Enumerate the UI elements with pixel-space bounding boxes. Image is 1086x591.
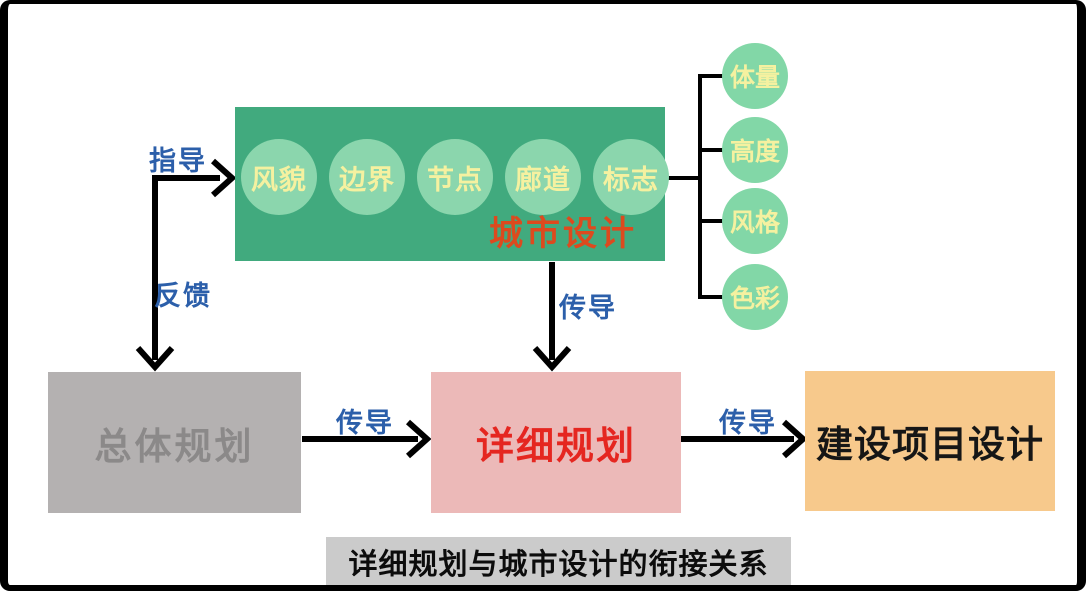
master-plan-label: 总体规划 — [94, 425, 255, 467]
edge-label-transmit-right: 传导 — [719, 408, 777, 438]
element-circle-bianjie: 边界 — [329, 139, 405, 215]
urban-design-title: 城市设计 — [489, 215, 637, 253]
attribute-label: 风格 — [729, 209, 780, 237]
element-circle-fengmao: 风貌 — [241, 139, 317, 215]
edge-label-guide: 指导 — [149, 146, 207, 176]
caption-text: 详细规划与城市设计的衔接关系 — [348, 549, 769, 581]
attribute-label: 体量 — [729, 64, 780, 92]
element-label: 边界 — [339, 164, 395, 195]
arrowhead-guide-right — [210, 158, 237, 198]
caption-bar: 详细规划与城市设计的衔接关系 — [326, 537, 791, 585]
construction-design-label: 建设项目设计 — [816, 424, 1044, 465]
arrowhead-transmit-left — [405, 419, 432, 459]
attribute-circle-fengge: 风格 — [722, 188, 788, 254]
construction-design-box: 建设项目设计 — [805, 371, 1055, 511]
element-label: 风貌 — [251, 164, 307, 195]
element-label: 标志 — [603, 164, 659, 195]
attribute-label: 高度 — [729, 138, 780, 166]
element-label: 廊道 — [515, 164, 571, 195]
edge-label-transmit-top: 传导 — [559, 293, 617, 323]
element-circle-biaozhi: 标志 — [593, 139, 669, 215]
detailed-plan-label: 详细规划 — [475, 426, 636, 468]
detailed-plan-box: 详细规划 — [431, 372, 681, 513]
urban-design-box: 风貌 边界 节点 廊道 标志 城市设计 — [235, 107, 669, 261]
element-label: 节点 — [427, 164, 483, 195]
element-circle-jiedian: 节点 — [417, 139, 493, 215]
attribute-circle-secai: 色彩 — [722, 264, 788, 330]
edge-label-feedback: 反馈 — [154, 281, 212, 311]
master-plan-box: 总体规划 — [48, 372, 301, 513]
attribute-circle-tiliang: 体量 — [722, 43, 788, 109]
arrowhead-transmit-down — [532, 345, 572, 372]
attribute-circle-gaodu: 高度 — [722, 117, 788, 183]
element-circle-langdao: 廊道 — [505, 139, 581, 215]
attribute-label: 色彩 — [729, 285, 780, 313]
arrowhead-transmit-right — [781, 419, 808, 459]
edge-label-transmit-left: 传导 — [336, 408, 394, 438]
arrowhead-feedback-down — [135, 345, 175, 372]
